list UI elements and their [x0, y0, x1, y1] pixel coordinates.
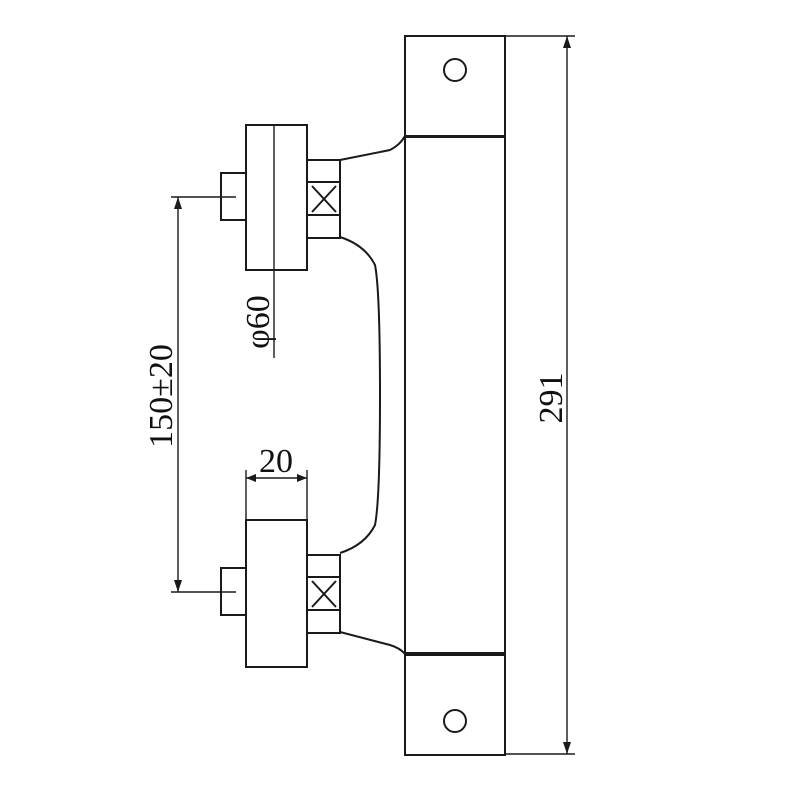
- inlet-spacing-label: 150±20: [143, 344, 180, 448]
- upper-nut: [306, 159, 341, 239]
- knob-diameter-label: φ60: [240, 295, 277, 349]
- top-mounting-bracket: [404, 35, 506, 137]
- valve-body: [404, 134, 506, 656]
- dimension-total-height: 291: [505, 35, 575, 755]
- connecting-arm: [339, 135, 406, 655]
- dimension-knob-width: 20: [245, 443, 308, 520]
- upper-handle-knob: [245, 124, 308, 271]
- lower-nut: [306, 554, 341, 634]
- dimension-inlet-spacing: 150±20: [143, 196, 236, 593]
- total-height-label: 291: [533, 373, 570, 424]
- lower-handle-knob: [245, 519, 308, 668]
- top-mounting-hole: [443, 58, 467, 82]
- dimension-knob-diameter: φ60: [240, 270, 277, 358]
- bottom-mounting-bracket: [404, 654, 506, 756]
- bottom-mounting-hole: [443, 709, 467, 733]
- knob-width-label: 20: [259, 443, 293, 480]
